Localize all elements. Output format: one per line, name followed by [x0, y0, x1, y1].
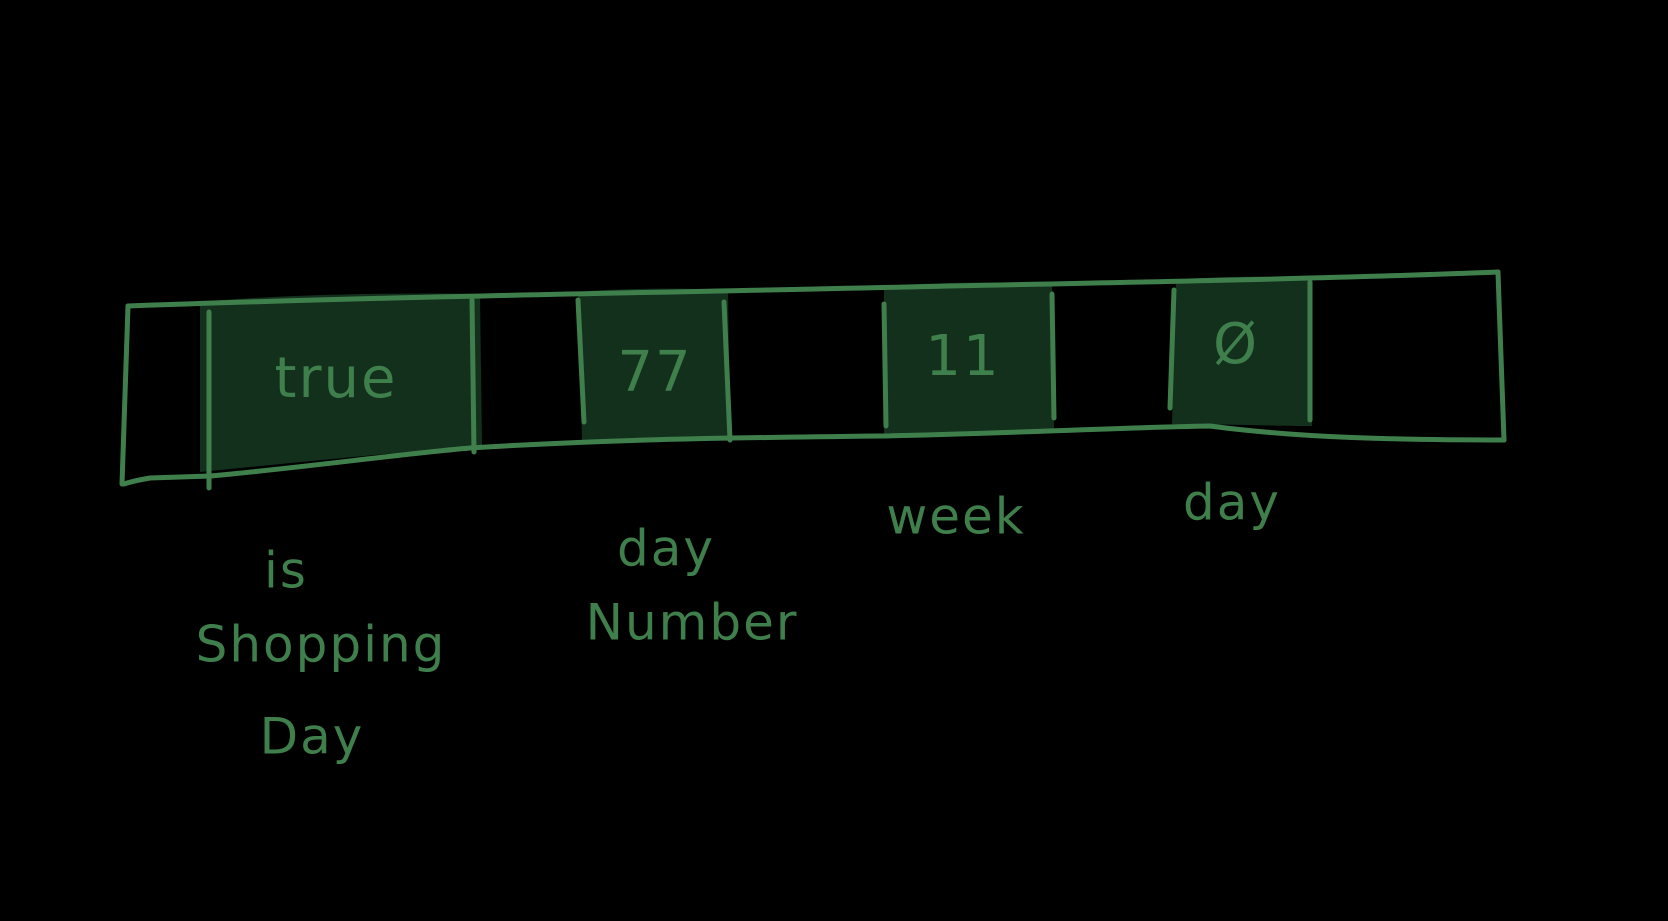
cell-fills: [200, 276, 1312, 472]
cell-fill-day-number: [578, 288, 730, 440]
cell-fill-is-shopping-day: [200, 293, 482, 472]
divider-6: [1049, 291, 1057, 421]
array-outline: [119, 269, 1507, 487]
label-day: day: [1183, 474, 1281, 532]
label-day-number-line-1: day: [617, 520, 715, 578]
array-bottom-edge: [121, 423, 1507, 487]
value-is-shopping-day: true: [275, 346, 398, 411]
divider-2: [469, 297, 477, 455]
divider-7: [1167, 287, 1177, 411]
array-left-edge: [119, 303, 131, 487]
cell-labels: is Shopping Day day Number week day: [196, 474, 1281, 766]
divider-3: [575, 297, 587, 425]
cell-values: true 77 11 Ø: [275, 312, 1259, 411]
label-day-number-line-2: Number: [586, 594, 799, 652]
cell-fill-day: [1172, 276, 1312, 426]
value-day: Ø: [1213, 312, 1259, 377]
array-top-edge: [125, 269, 1501, 309]
array-right-edge: [1495, 269, 1507, 443]
divider-4: [721, 299, 733, 443]
label-is-shopping-day-line-1: is: [264, 542, 308, 600]
label-is-shopping-day-line-3: Day: [260, 708, 365, 766]
value-day-number: 77: [617, 340, 692, 405]
label-week: week: [886, 488, 1025, 546]
cell-dividers: [206, 279, 1313, 491]
divider-5: [881, 301, 889, 429]
cell-fill-week: [884, 282, 1054, 436]
value-week: 11: [925, 324, 1000, 389]
label-is-shopping-day-line-2: Shopping: [196, 616, 447, 674]
